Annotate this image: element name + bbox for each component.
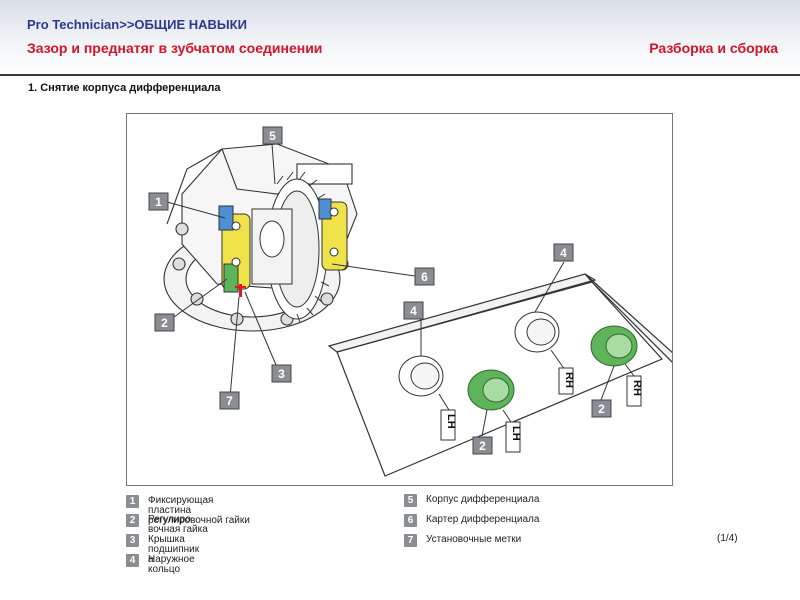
legend-item-1: 1 Фиксирующая пластина регулировочной га… [126, 495, 276, 526]
header-title: Pro Technician>>ОБЩИЕ НАВЫКИ [27, 17, 247, 32]
installation-mark [235, 284, 246, 297]
svg-text:5: 5 [269, 129, 276, 143]
header-right-title: Разборка и сборка [649, 40, 778, 56]
legend-item-4: 4 Наружное кольцо [126, 554, 276, 575]
svg-text:3: 3 [278, 367, 285, 381]
legend-label: Регулиро вочная гайка [148, 514, 208, 535]
legend-number: 6 [404, 514, 417, 527]
legend-number: 7 [404, 534, 417, 547]
adjusting-nut-lh [467, 369, 515, 411]
legend-number: 2 [126, 514, 139, 527]
bearing-cap-left [218, 205, 251, 293]
side-label-lh-1: LH [445, 414, 457, 429]
legend-number: 4 [126, 554, 139, 567]
svg-text:7: 7 [226, 394, 233, 408]
callout-leader-lines [166, 143, 615, 437]
side-label-rh-1: RH [563, 372, 575, 388]
callout-2-tray-left: 2 [472, 436, 493, 455]
differential-figure: RH RH LH LH 1 5 2 [126, 113, 673, 486]
callout-5: 5 [262, 126, 283, 145]
svg-text:1: 1 [155, 195, 162, 209]
legend-label: Наружное кольцо [148, 554, 195, 575]
header-divider [0, 74, 800, 76]
legend-number: 3 [126, 534, 139, 547]
side-label-lh-2: LH [510, 426, 522, 441]
legend-label: Установочные метки [426, 534, 522, 545]
callout-1: 1 [148, 192, 169, 211]
callout-6: 6 [414, 267, 435, 286]
page-indicator: (1/4) [717, 533, 738, 544]
side-tags [438, 349, 642, 453]
ring-gear [251, 171, 334, 323]
legend-label: Картер дифференциала [426, 514, 540, 525]
bearing-cap-right [318, 198, 348, 271]
svg-text:2: 2 [479, 439, 486, 453]
legend-number: 1 [126, 495, 139, 508]
legend-item-6: 6 Картер дифференциала [404, 514, 604, 528]
callout-2-housing: 2 [154, 313, 175, 332]
legend-label: Фиксирующая пластина регулировочной гайк… [148, 495, 250, 526]
legend-item-5: 5 Корпус дифференциала [404, 494, 604, 508]
legend-number: 5 [404, 494, 417, 507]
outer-ring-lh [398, 355, 444, 397]
legend-item-3: 3 Крышка подшипник а [126, 534, 276, 565]
header-bar: Pro Technician>>ОБЩИЕ НАВЫКИ Зазор и пре… [0, 0, 800, 74]
legend-item-2: 2 Регулиро вочная гайка [126, 514, 276, 535]
callout-4-tray-left: 4 [403, 301, 424, 320]
callout-4-tray-right: 4 [553, 243, 574, 262]
side-label-rh-2: RH [631, 380, 643, 396]
callout-3: 3 [271, 364, 292, 383]
svg-text:6: 6 [421, 270, 428, 284]
svg-text:4: 4 [410, 304, 417, 318]
svg-text:4: 4 [560, 246, 567, 260]
adjusting-nut-rh [590, 325, 638, 367]
callout-7: 7 [219, 391, 240, 410]
outer-ring-rh [514, 311, 560, 353]
differential-illustration: RH RH LH LH 1 5 2 [148, 126, 672, 477]
legend-label: Корпус дифференциала [426, 494, 540, 505]
header-subtitle: Зазор и преднатяг в зубчатом соединении [27, 40, 323, 56]
legend-label: Крышка подшипник а [148, 534, 200, 565]
svg-text:2: 2 [161, 316, 168, 330]
legend-item-7: 7 Установочные метки [404, 534, 604, 548]
svg-text:2: 2 [598, 402, 605, 416]
callout-2-tray-right: 2 [591, 399, 612, 418]
section-title: 1. Снятие корпуса дифференциала [28, 82, 221, 94]
